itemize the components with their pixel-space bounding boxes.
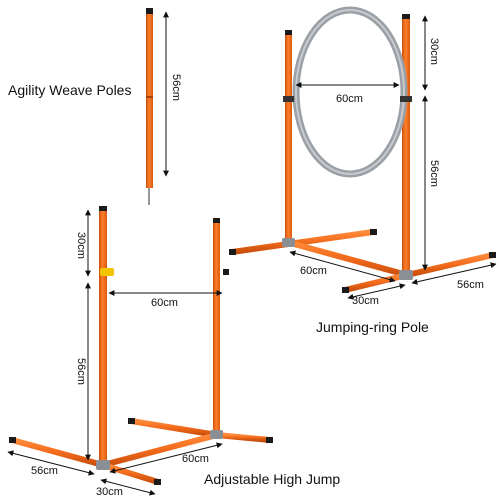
ring-base-width-label: 30cm [352, 295, 379, 307]
jump-upright-cap [213, 218, 220, 223]
ring-base-length-dimension [411, 262, 497, 285]
ring-clip [400, 96, 412, 102]
high-jump-group: 30cm 60cm 56cm 56cm 30cm 60cm Adjustable… [7, 206, 340, 498]
weave-pole-height-label: 56cm [170, 74, 182, 101]
weave-poles-caption: Agility Weave Poles [8, 82, 131, 98]
jump-base-depth-label: 60cm [182, 453, 209, 465]
jump-crossbar-holder [100, 268, 114, 276]
weave-pole [146, 10, 153, 188]
ring-base-cap [342, 287, 349, 293]
jump-base-bar-left [11, 437, 104, 468]
jump-base-depth-dimension [109, 442, 223, 474]
jump-base-width-label: 30cm [96, 486, 123, 498]
ring-base-bar-back [229, 229, 376, 255]
weave-pole-joint [146, 96, 153, 98]
jump-base-length-dimension [7, 450, 95, 476]
jump-base-length-label: 56cm [31, 465, 58, 477]
jump-base-connector [210, 430, 223, 439]
jump-base-cap [128, 418, 135, 424]
jump-base-cap [154, 479, 161, 485]
weave-pole-group: 56cm Agility Weave Poles [8, 8, 182, 205]
ring-clip [283, 96, 294, 102]
weave-pole-cap [146, 8, 153, 14]
jump-ring-highlight [295, 9, 405, 175]
ring-upright-right [402, 16, 410, 274]
jump-base-bar-back [130, 418, 218, 438]
ring-base-cap [370, 229, 377, 235]
jump-pole-height-label: 56cm [75, 358, 87, 385]
jumping-ring-caption: Jumping-ring Pole [316, 319, 429, 335]
jump-base-cap [266, 437, 273, 443]
ring-pole-height-label: 56cm [428, 160, 440, 187]
jumping-ring-group: 30cm 56cm 60cm 60cm 30cm 56cm Jumping-ri… [229, 6, 497, 335]
ring-base-depth-dimension [289, 250, 396, 283]
jump-upright-left [99, 208, 107, 465]
jump-base-bar-back-right [216, 432, 271, 443]
high-jump-caption: Adjustable High Jump [204, 471, 340, 487]
ring-base-connector [282, 238, 295, 247]
jump-crossbar-cap [223, 269, 229, 275]
ring-upright-cap [402, 14, 410, 19]
ring-base-length-label: 56cm [457, 279, 484, 291]
jump-bar-width-label: 60cm [151, 297, 178, 309]
ring-base-width-dimension [347, 283, 406, 300]
ring-height-label: 30cm [428, 38, 440, 65]
ring-width-label: 60cm [336, 93, 363, 105]
ring-base-cap [489, 252, 496, 258]
ring-base-bar-right [406, 252, 494, 278]
ring-upright-cap [285, 30, 292, 35]
jump-base-cap [9, 437, 16, 443]
jump-upright-cap [99, 206, 107, 211]
jump-upright-right [213, 220, 220, 435]
ring-base-connector [399, 270, 413, 280]
jump-top-height-label: 30cm [75, 232, 87, 259]
jump-base-bar-front [102, 462, 159, 485]
ring-upright-left [285, 32, 292, 242]
ring-base-bar-front [344, 272, 408, 293]
jump-base-connector [96, 460, 110, 470]
jump-base-width-dimension [100, 478, 156, 496]
ring-base-cap [229, 249, 236, 255]
ring-base-depth-label: 60cm [300, 265, 327, 277]
